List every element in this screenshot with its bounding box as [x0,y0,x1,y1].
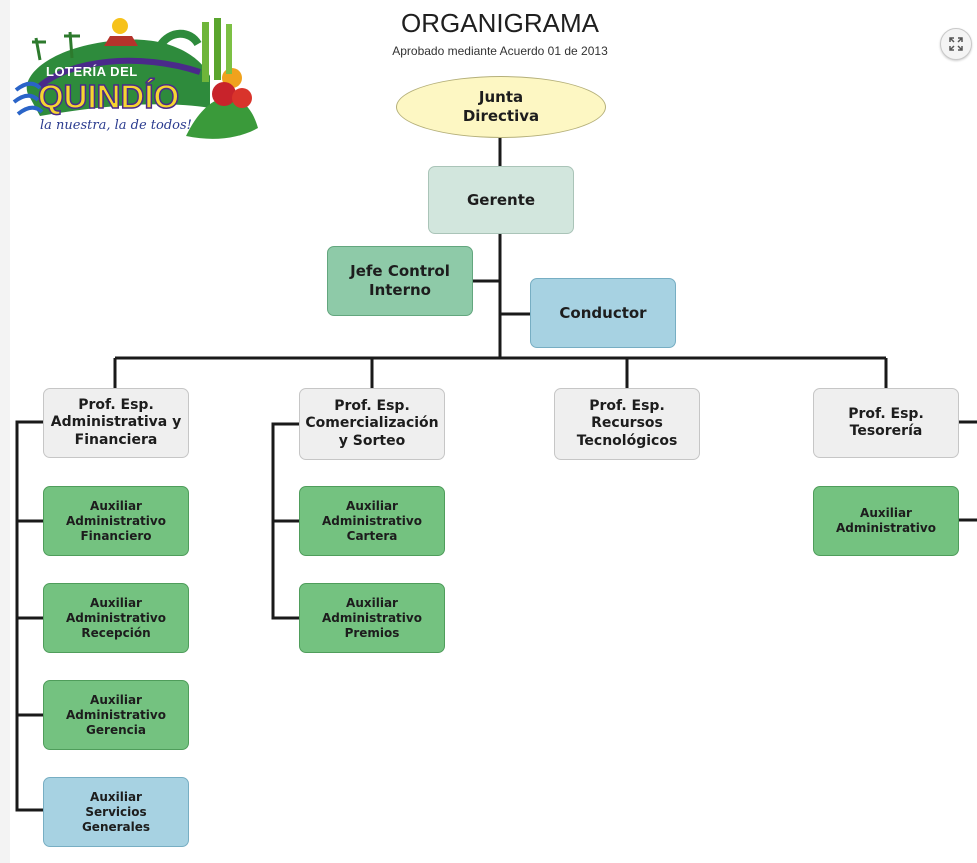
expand-button[interactable] [940,28,972,60]
chart-title: ORGANIGRAMA [401,8,599,38]
node-aux-cartera: Auxiliar Administrativo Cartera [299,486,445,556]
node-aux-premios: Auxiliar Administrativo Premios [299,583,445,653]
node-aux-gerencia: Auxiliar Administrativo Gerencia [43,680,189,750]
node-prof-recursos: Prof. Esp. Recursos Tecnológicos [554,388,700,460]
node-jefe-control-interno: Jefe Control Interno [327,246,473,316]
node-prof-administrativa: Prof. Esp. Administrativa y Financiera [43,388,189,458]
chart-subtitle: Aprobado mediante Acuerdo 01 de 2013 [392,44,608,58]
connector-admin-branch [15,420,43,812]
logo-graphic [12,18,258,139]
node-aux-recepcion: Auxiliar Administrativo Recepción [43,583,189,653]
node-prof-comercializacion: Prof. Esp. Comercialización y Sorteo [299,388,445,460]
logo-text-loteria: LOTERÍA DEL [46,64,138,79]
node-gerente: Gerente [428,166,574,234]
node-conductor: Conductor [530,278,676,348]
node-junta-directiva: Junta Directiva [396,76,606,138]
node-aux-tesoreria: Auxiliar Administrativo [813,486,959,556]
expand-arrows-icon [949,37,963,51]
frame-edge [0,0,10,863]
logo-text-quindio: QUINDÍO [37,77,180,116]
node-aux-servicios-generales: Auxiliar Servicios Generales [43,777,189,847]
loteria-quindio-logo: LOTERÍA DEL QUINDÍO la nuestra, la de to… [10,16,262,146]
node-prof-tesoreria: Prof. Esp. Tesorería [813,388,959,458]
node-aux-financiero: Auxiliar Administrativo Financiero [43,486,189,556]
logo-slogan: la nuestra, la de todos! [40,118,192,133]
